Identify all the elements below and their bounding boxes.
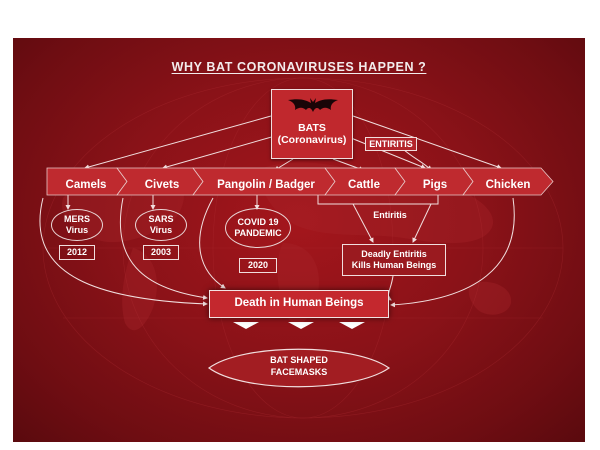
animal-cattle: Cattle (348, 179, 380, 191)
mers-line2: Virus (65, 225, 89, 235)
pointer-middle (288, 322, 314, 329)
deadly-line2: Kills Human Beings (351, 260, 437, 270)
animal-civets: Civets (144, 179, 180, 191)
mers-line1: MERS (63, 214, 90, 224)
facemask-shape (207, 348, 391, 388)
animal-chicken: Chicken (485, 179, 531, 191)
curve-camels-death (39, 197, 208, 307)
diagram-canvas: WHY BAT CORONAVIRUSES HAPPEN ? (13, 38, 585, 442)
pointer-right (339, 322, 365, 329)
deadly-line1: Deadly Entiritis (361, 249, 427, 259)
covid-line2: PANDEMIC (234, 228, 282, 238)
bats-label: BATS (298, 122, 326, 134)
covid-oval: COVID 19 PANDEMIC (225, 208, 291, 248)
curve-chicken-death (390, 197, 515, 308)
death-in-human-beings-box: Death in Human Beings (209, 290, 389, 318)
arrow-bats-civets (162, 135, 276, 170)
facemask-label: BAT SHAPED FACEMASKS (249, 354, 349, 378)
curve-deadly-death (386, 275, 394, 301)
arrow-entiritis-pigs (402, 148, 432, 171)
arrow-bats-chicken (352, 115, 502, 170)
sars-year: 2003 (143, 245, 179, 260)
bat-icon (288, 98, 338, 112)
bats-sublabel: (Coronavirus) (277, 134, 347, 146)
entiritis-label: Entiritis (373, 210, 407, 220)
covid-line1: COVID 19 (237, 217, 279, 227)
entiritis-bracket (317, 195, 439, 205)
arrow-entiritis-deadly-right (412, 203, 432, 243)
entiritis-box: ENTIRITIS (365, 137, 417, 151)
animal-pangolin-badger: Pangolin / Badger (217, 179, 315, 191)
diagram-title: WHY BAT CORONAVIRUSES HAPPEN ? (171, 60, 427, 74)
bats-node: BATS (Coronavirus) (271, 89, 353, 159)
mers-oval: MERS Virus (51, 209, 103, 241)
arrow-bats-pigs (350, 137, 426, 169)
chevron-chicken (462, 167, 554, 196)
mask-line1: BAT SHAPED (270, 355, 328, 365)
arrow-bats-camels (84, 115, 272, 170)
connector-lines (39, 115, 554, 388)
sars-oval: SARS Virus (135, 209, 187, 241)
mask-line2: FACEMASKS (270, 367, 328, 377)
deadly-entiritis-box: Deadly Entiritis Kills Human Beings (342, 244, 446, 276)
pointer-left (233, 322, 259, 329)
curve-pangolin-death (199, 197, 226, 289)
mers-year: 2012 (59, 245, 95, 260)
sars-line2: Virus (149, 225, 173, 235)
animal-camels: Camels (65, 179, 107, 191)
sars-line1: SARS (148, 214, 174, 224)
arrow-entiritis-deadly-left (352, 203, 374, 243)
animal-pigs: Pigs (422, 179, 448, 191)
covid-year: 2020 (239, 258, 277, 273)
curve-civets-death (119, 197, 208, 300)
